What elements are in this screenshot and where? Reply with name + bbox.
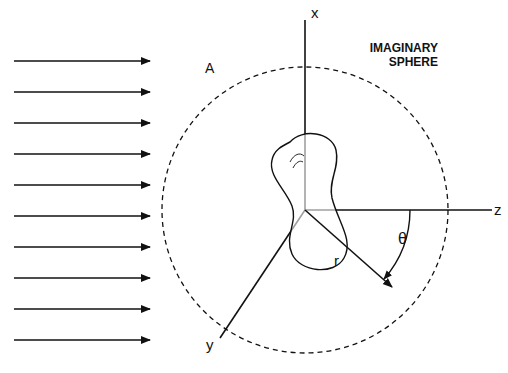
axis-label: z bbox=[494, 201, 502, 218]
incident-arrow bbox=[14, 339, 150, 341]
scatterer-highlight bbox=[290, 154, 304, 162]
scatterer bbox=[271, 134, 347, 270]
incident-arrow bbox=[14, 91, 150, 93]
incident-arrow bbox=[14, 215, 150, 217]
radius-label: r bbox=[334, 252, 339, 269]
axis-label: x bbox=[311, 4, 319, 21]
incident-arrow bbox=[14, 246, 150, 248]
incident-waves bbox=[14, 61, 150, 340]
incident-arrow bbox=[14, 60, 150, 62]
incident-arrow bbox=[14, 184, 150, 186]
sphere-caption: IMAGINARY SPHERE bbox=[338, 42, 438, 70]
angle-label: θ bbox=[398, 230, 407, 248]
axis-label: y bbox=[206, 336, 214, 353]
incident-arrow bbox=[14, 308, 150, 310]
radius-vector bbox=[305, 210, 392, 287]
sphere-label: A bbox=[205, 60, 214, 76]
scatterer-highlight bbox=[293, 161, 303, 168]
incident-arrow bbox=[14, 122, 150, 124]
theta-arc bbox=[384, 210, 410, 279]
incident-arrow bbox=[14, 277, 150, 279]
incident-arrow bbox=[14, 153, 150, 155]
